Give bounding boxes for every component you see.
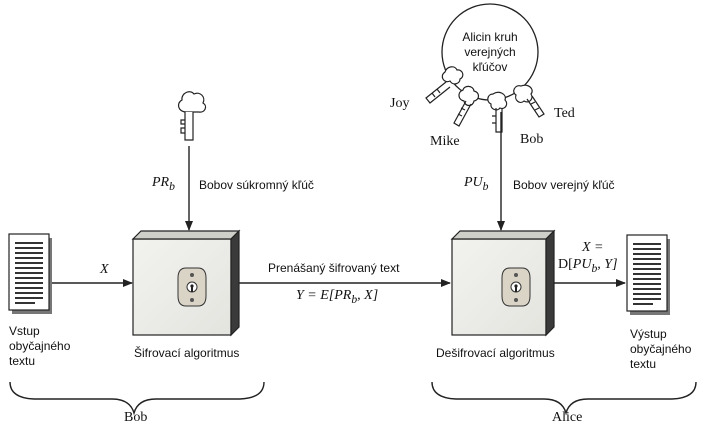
- key-icon: [487, 91, 508, 133]
- lock-icon: [177, 267, 207, 307]
- input-symbol: X: [100, 262, 109, 277]
- output-formula: D[PUb, Y]: [558, 257, 618, 275]
- key-icon: [425, 66, 464, 104]
- lock-icon: [501, 267, 531, 307]
- key-ring-label: Alicin kruh verejných kľúčov: [462, 30, 518, 74]
- bob-brace: [9, 381, 265, 416]
- ring-owner-joy: Joy: [390, 96, 410, 111]
- ring-owner-bob: Bob: [520, 132, 544, 147]
- decryption-algorithm-label: Dešifrovací algoritmus: [436, 346, 555, 360]
- ring-owner-mike: Mike: [430, 134, 460, 149]
- alice-brace-label: Alice: [552, 410, 583, 425]
- plaintext-input-document: [8, 233, 52, 314]
- key-icon: [453, 85, 480, 127]
- private-key-symbol: PRb: [152, 175, 175, 193]
- public-key-label: Bobov verejný kľúč: [513, 178, 615, 192]
- encryption-algorithm-label: Šifrovací algoritmus: [134, 346, 240, 360]
- public-key-ring: [425, 3, 545, 133]
- output-label: Výstup obyčajného textu: [630, 327, 692, 371]
- plaintext-output-document: [626, 234, 670, 315]
- ring-owner-ted: Ted: [554, 106, 575, 121]
- private-key-icon: [177, 91, 207, 141]
- public-key-symbol: PUb: [464, 175, 489, 193]
- bob-brace-label: Bob: [124, 410, 148, 425]
- private-key-label: Bobov súkromný kľúč: [199, 178, 314, 192]
- alice-brace: [431, 381, 697, 416]
- ciphertext-label: Prenášaný šifrovaný text: [268, 261, 400, 275]
- encryption-algorithm-box: [131, 229, 241, 337]
- input-label: Vstup obyčajného textu: [9, 324, 71, 368]
- output-formula-top: X =: [582, 240, 604, 255]
- key-icon: [513, 84, 545, 118]
- ciphertext-formula: Y = E[PRb, X]: [296, 288, 379, 306]
- decryption-algorithm-box: [450, 229, 556, 337]
